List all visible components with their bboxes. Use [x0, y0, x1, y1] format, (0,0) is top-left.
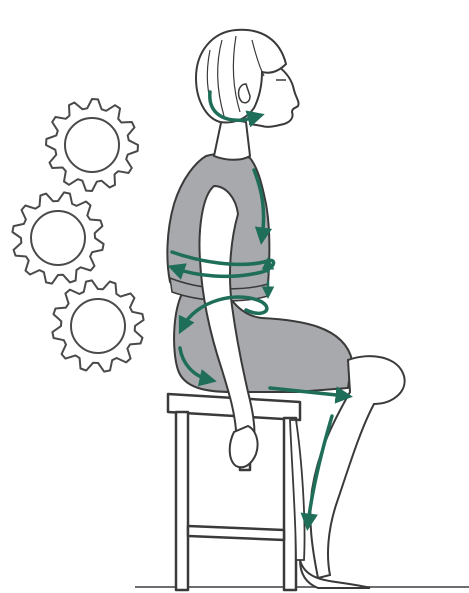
hand: [230, 426, 258, 467]
neck: [214, 118, 250, 160]
gear-hole: [31, 211, 85, 265]
stool-leg-front-left: [176, 412, 188, 590]
stool-rung: [188, 526, 284, 540]
stool: [168, 394, 300, 590]
gear-hole: [65, 118, 119, 172]
foot: [300, 560, 370, 588]
gears-group: [12, 99, 143, 372]
gear-hole: [71, 299, 125, 353]
movement-arrows: [172, 92, 346, 524]
